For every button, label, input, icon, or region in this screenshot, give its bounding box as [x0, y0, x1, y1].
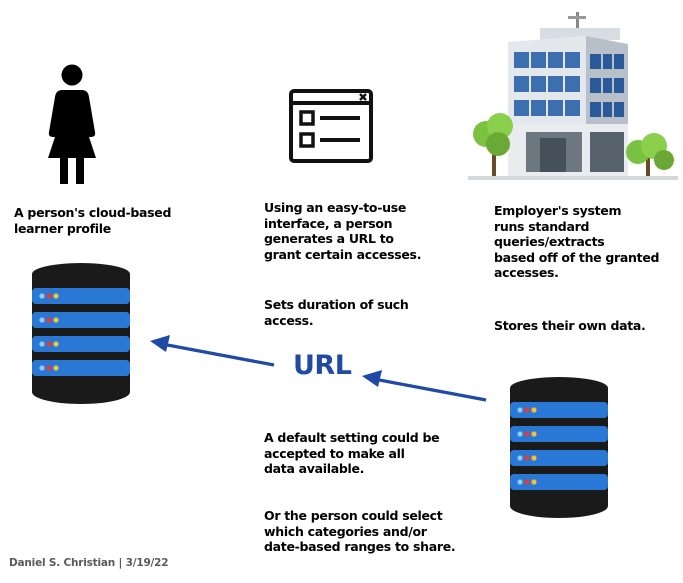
woman-silhouette-icon [48, 64, 96, 184]
arrow-left-icon [362, 370, 487, 402]
database-icon [510, 377, 608, 518]
interface-duration: Sets duration of such access. [264, 297, 409, 328]
interface-description: Using an easy-to-use interface, a person… [264, 200, 422, 262]
selection-text: Or the person could select which categor… [264, 508, 456, 554]
url-label: URL [293, 350, 352, 381]
employer-storage: Stores their own data. [494, 318, 646, 333]
arrow-left-icon [150, 335, 275, 367]
author-credit: Daniel S. Christian | 3/19/22 [9, 557, 169, 569]
person-profile-label: A person's cloud-based learner profile [14, 205, 172, 236]
browser-window-icon [289, 89, 373, 163]
office-building-icon [468, 12, 678, 180]
default-setting-text: A default setting could be accepted to m… [264, 430, 440, 476]
database-icon [32, 263, 130, 404]
employer-description: Employer's system runs standard queries/… [494, 203, 660, 280]
